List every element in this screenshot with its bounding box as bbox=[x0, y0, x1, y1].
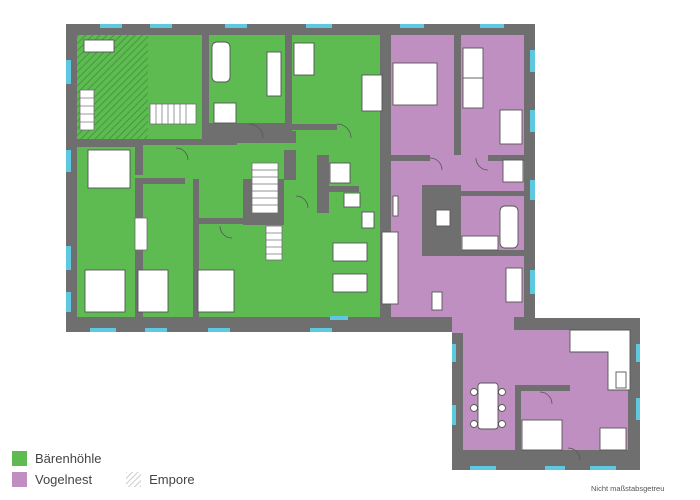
legend-item-vogelnest: Vogelnest bbox=[12, 472, 92, 487]
bath-fixtures bbox=[211, 41, 524, 311]
legend-item-empore: Empore bbox=[126, 472, 195, 487]
windows bbox=[66, 24, 640, 470]
legend-label-empore: Empore bbox=[149, 472, 195, 487]
living-furniture bbox=[470, 329, 631, 451]
beds bbox=[83, 39, 563, 451]
legend-label-baerenhoehle: Bärenhöhle bbox=[35, 451, 102, 466]
stair-treads bbox=[80, 97, 282, 255]
legend: Bärenhöhle Vogelnest Empore bbox=[12, 451, 195, 487]
legend-row: Vogelnest Empore bbox=[12, 472, 195, 487]
legend-item-baerenhoehle: Bärenhöhle bbox=[12, 451, 195, 466]
legend-swatch-vogelnest bbox=[12, 472, 27, 487]
scale-note: Nicht maßstabsgetreu bbox=[591, 484, 665, 493]
legend-swatch-empore bbox=[126, 472, 142, 487]
walls-inner bbox=[77, 35, 570, 450]
legend-label-vogelnest: Vogelnest bbox=[35, 472, 93, 487]
legend-swatch-baerenhoehle bbox=[12, 451, 27, 466]
doors bbox=[175, 123, 581, 461]
